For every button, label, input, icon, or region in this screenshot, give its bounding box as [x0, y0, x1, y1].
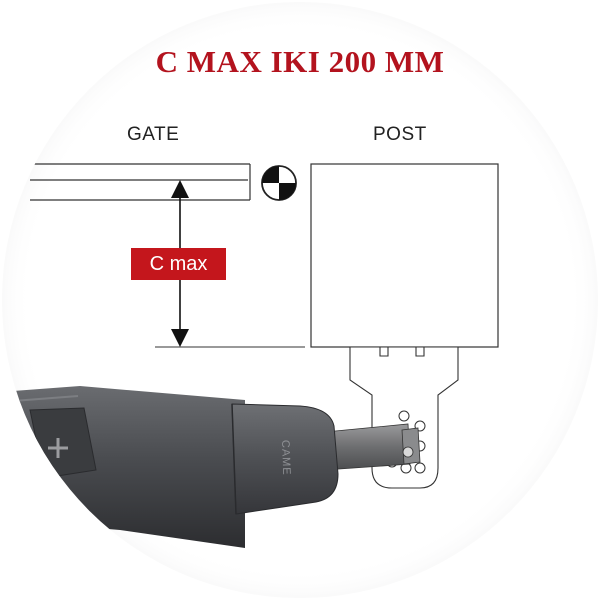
- post-label: POST: [373, 124, 427, 145]
- cmax-label: C max: [149, 252, 208, 275]
- actuator-rod: [324, 423, 421, 471]
- plus-mark: [48, 438, 68, 458]
- post-outline: [310, 163, 499, 348]
- gate-label: GATE: [127, 124, 180, 145]
- diagram-title: C MAX IKI 200 MM: [155, 44, 445, 79]
- hinge-symbol: [261, 165, 297, 201]
- cmax-badge: C max: [131, 248, 226, 280]
